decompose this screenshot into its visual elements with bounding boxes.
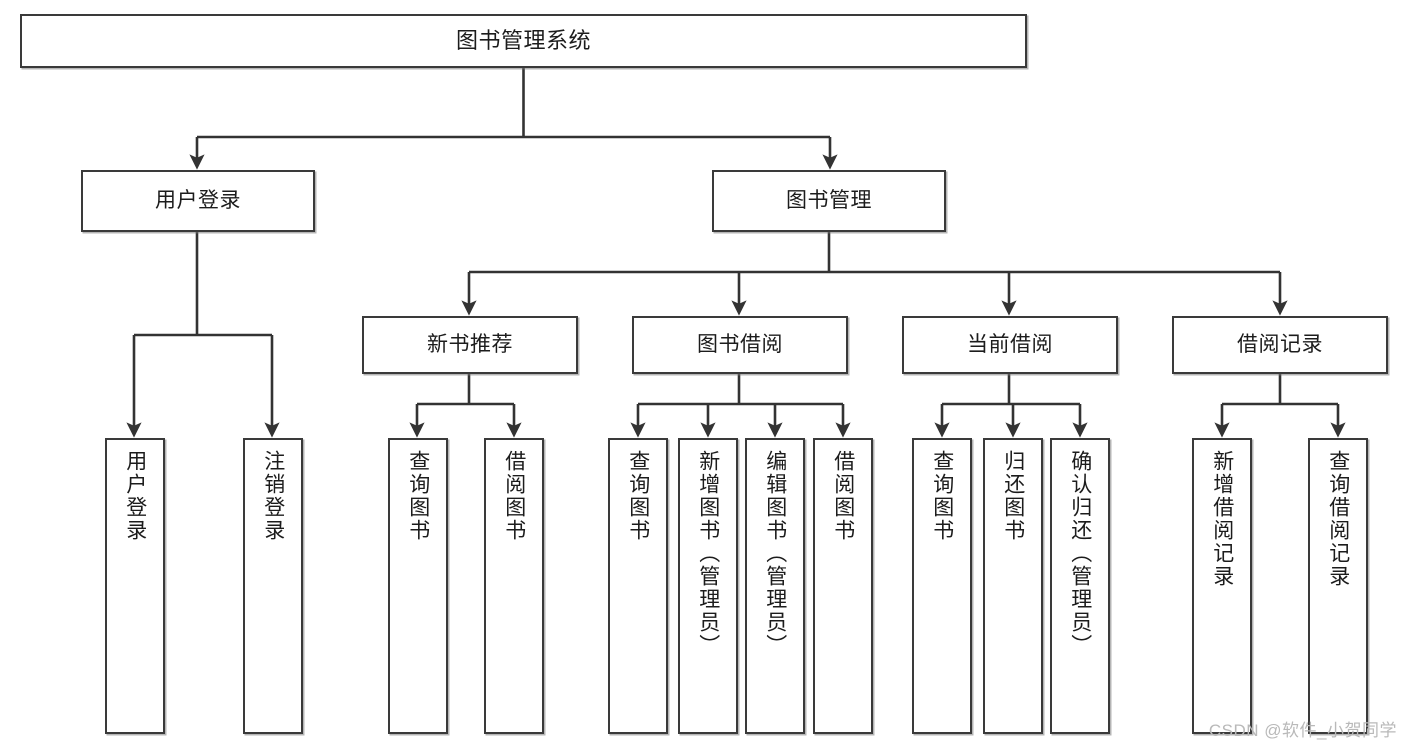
node-book-manage[interactable]: 图书管理 xyxy=(712,170,946,232)
node-leaf-borrow-query-book[interactable]: 查询图书 xyxy=(608,438,668,734)
node-root-label: 图书管理系统 xyxy=(455,28,591,54)
node-leaf-cur-confirm-return[interactable]: 确认归还（管理员） xyxy=(1050,438,1110,734)
node-book-borrow-label: 图书借阅 xyxy=(697,332,783,356)
node-leaf-rec-add-record[interactable]: 新增借阅记录 xyxy=(1192,438,1252,734)
node-leaf-borrow-add-book[interactable]: 新增图书（管理员） xyxy=(678,438,738,734)
node-leaf-rec-query-book[interactable]: 查询图书 xyxy=(388,438,448,734)
node-leaf-borrow-edit-book[interactable]: 编辑图书（管理员） xyxy=(745,438,805,734)
node-root[interactable]: 图书管理系统 xyxy=(20,14,1027,68)
node-leaf-rec-query-record[interactable]: 查询借阅记录 xyxy=(1308,438,1368,734)
node-leaf-cur-return-book[interactable]: 归还图书 xyxy=(983,438,1043,734)
node-leaf-user-logout-label: 注销登录 xyxy=(261,450,285,542)
node-leaf-cur-query-book[interactable]: 查询图书 xyxy=(912,438,972,734)
node-current-borrow-label: 当前借阅 xyxy=(967,332,1053,356)
node-leaf-borrow-edit-book-label: 编辑图书（管理员） xyxy=(763,450,787,657)
node-user-login[interactable]: 用户登录 xyxy=(81,170,315,232)
node-leaf-cur-query-book-label: 查询图书 xyxy=(930,450,954,542)
csdn-watermark: CSDN @软件_小贺同学 xyxy=(1208,721,1397,740)
node-leaf-rec-query-book-label: 查询图书 xyxy=(406,450,430,542)
node-leaf-borrow-add-book-label: 新增图书（管理员） xyxy=(696,450,720,657)
node-leaf-borrow-borrow-book-label: 借阅图书 xyxy=(831,450,855,542)
node-leaf-cur-confirm-return-label: 确认归还（管理员） xyxy=(1068,450,1092,657)
node-current-borrow[interactable]: 当前借阅 xyxy=(902,316,1118,374)
node-new-book-recommend[interactable]: 新书推荐 xyxy=(362,316,578,374)
node-book-manage-label: 图书管理 xyxy=(786,188,872,212)
node-leaf-user-login-label: 用户登录 xyxy=(123,450,147,542)
node-leaf-borrow-query-book-label: 查询图书 xyxy=(626,450,650,542)
node-book-borrow[interactable]: 图书借阅 xyxy=(632,316,848,374)
node-new-book-recommend-label: 新书推荐 xyxy=(427,332,513,356)
node-leaf-user-logout[interactable]: 注销登录 xyxy=(243,438,303,734)
node-leaf-rec-add-record-label: 新增借阅记录 xyxy=(1210,450,1234,588)
node-borrow-record-label: 借阅记录 xyxy=(1237,332,1323,356)
node-leaf-rec-query-record-label: 查询借阅记录 xyxy=(1326,450,1350,588)
node-user-login-label: 用户登录 xyxy=(155,188,241,212)
node-leaf-rec-borrow-book-label: 借阅图书 xyxy=(502,450,526,542)
node-leaf-borrow-borrow-book[interactable]: 借阅图书 xyxy=(813,438,873,734)
node-leaf-user-login[interactable]: 用户登录 xyxy=(105,438,165,734)
node-borrow-record[interactable]: 借阅记录 xyxy=(1172,316,1388,374)
node-leaf-cur-return-book-label: 归还图书 xyxy=(1001,450,1025,542)
node-leaf-rec-borrow-book[interactable]: 借阅图书 xyxy=(484,438,544,734)
